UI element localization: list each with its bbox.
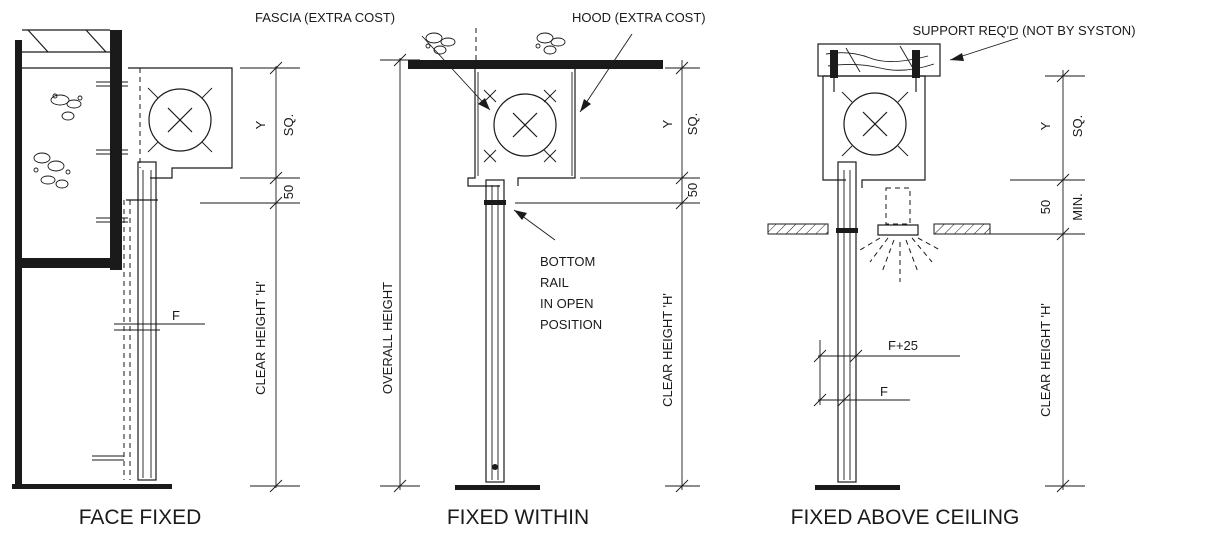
panel-fixed-within [380, 28, 700, 493]
bottom-rail-line-3: IN OPEN [540, 296, 593, 311]
fifty-label-1: 50 [281, 185, 296, 199]
lintel [408, 60, 663, 69]
fascia-label: FASCIA (EXTRA COST) [255, 10, 395, 25]
bottom-rail-line-1: BOTTOM [540, 254, 595, 269]
face-fixed-dimensions [200, 61, 300, 493]
fifty-label-2: 50 [685, 183, 700, 197]
ceiling-dimensions [813, 69, 1085, 493]
y-label-1: Y [253, 120, 268, 129]
masonry-wall [15, 29, 122, 485]
bottom-rail [484, 200, 506, 205]
overall-height-label: OVERALL HEIGHT [380, 282, 395, 394]
guide-rail-within [455, 179, 540, 490]
sq-label-1: SQ. [281, 114, 296, 136]
bottom-rail-line-2: RAIL [540, 275, 569, 290]
y-label-2: Y [660, 119, 675, 128]
caption-face-fixed: FACE FIXED [79, 506, 202, 529]
f-plus-25-label: F+25 [888, 338, 918, 353]
caption-fixed-within: FIXED WITHIN [447, 506, 589, 529]
caption-fixed-above-ceiling: FIXED ABOVE CEILING [791, 506, 1020, 529]
clear-height-label-3: CLEAR HEIGHT 'H' [1038, 303, 1053, 417]
clear-height-label-2: CLEAR HEIGHT 'H' [660, 293, 675, 407]
labels: FASCIA (EXTRA COST) HOOD (EXTRA COST) SU… [79, 10, 1136, 529]
panel-face-fixed [12, 29, 300, 493]
ceiling [767, 223, 991, 236]
guide-rail [12, 161, 205, 489]
light-fitting [859, 187, 941, 282]
y-label-3: Y [1038, 121, 1053, 130]
min-label-3: MIN. [1070, 193, 1085, 220]
lintel-aggregate [425, 28, 566, 62]
hood-label: HOOD (EXTRA COST) [572, 10, 706, 25]
sq-label-3: SQ. [1070, 115, 1085, 137]
bottom-rail-line-4: POSITION [540, 317, 602, 332]
roller-box-ceiling [822, 75, 926, 188]
wall-fixing-bolts [92, 81, 128, 461]
fixed-within-arrows [421, 33, 633, 241]
fifty-label-3: 50 [1038, 200, 1053, 214]
clear-height-label-1: CLEAR HEIGHT 'H' [253, 281, 268, 395]
f-label-1: F [172, 308, 180, 323]
guide-rail-ceiling [815, 161, 900, 490]
roller-box-within [467, 69, 576, 187]
panel-fixed-above-ceiling [767, 37, 1085, 493]
fixed-within-dimensions [380, 53, 700, 493]
support-arrow [949, 37, 1019, 61]
roller-box [128, 67, 233, 179]
support-label: SUPPORT REQ'D (NOT BY SYSTON) [912, 23, 1135, 38]
sq-label-2: SQ. [685, 113, 700, 135]
f-label-3: F [880, 384, 888, 399]
timber-support [817, 43, 941, 92]
